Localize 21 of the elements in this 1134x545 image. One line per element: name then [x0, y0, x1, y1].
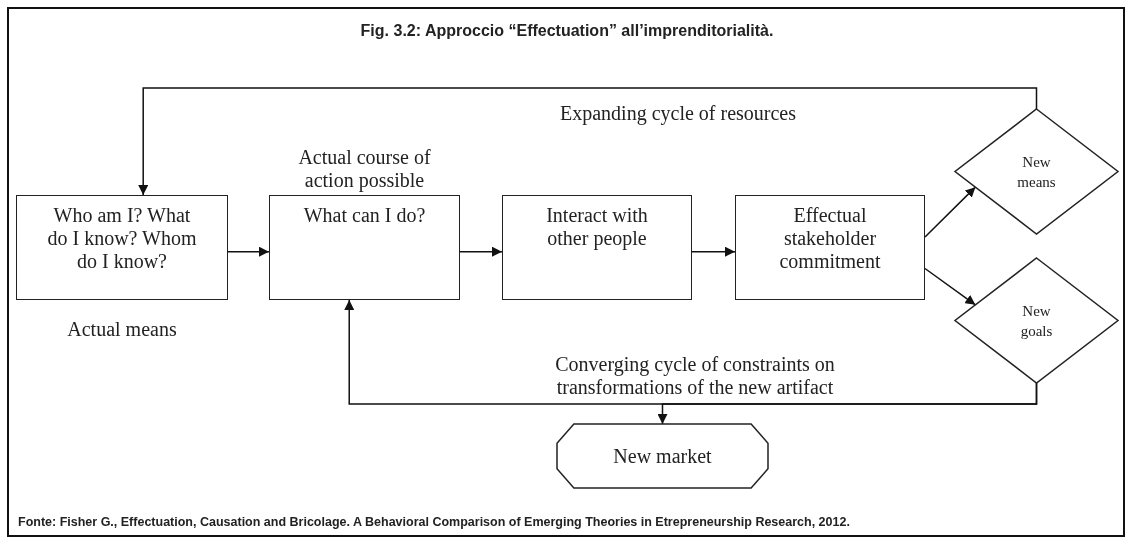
box-text: Interact with other people	[545, 204, 649, 250]
diamond-label: New goals	[1019, 301, 1054, 341]
arrow	[138, 87, 1038, 196]
edge-label: Expanding cycle of resources	[560, 102, 796, 125]
node-label: New market	[612, 444, 713, 468]
box-text: Who am I? What do I know? Whom do I know?	[46, 204, 198, 273]
process-box	[735, 195, 925, 300]
arrow	[657, 382, 1038, 425]
arrow	[924, 186, 977, 238]
arrow	[924, 267, 977, 306]
node-caption: Actual means	[66, 318, 178, 341]
box-text: Effectual stakeholder commitment	[778, 204, 882, 273]
arrow	[691, 246, 736, 257]
source-caption: Fonte: Fisher G., Effectuation, Causation and Bricolage. A Behavioral Comparison of Emerging Theories in Etrepreneurship Research, 2012.	[18, 515, 850, 529]
box-heading: Actual course of action possible	[297, 146, 432, 192]
arrow	[459, 246, 503, 257]
figure-title: Fig. 3.2: Approccio “Effectuation” all’imprenditorialità.	[359, 22, 775, 40]
arrow	[227, 246, 270, 257]
diamond-label: New means	[1016, 152, 1057, 192]
box-text: What can I do?	[302, 204, 427, 227]
process-box	[502, 195, 692, 300]
